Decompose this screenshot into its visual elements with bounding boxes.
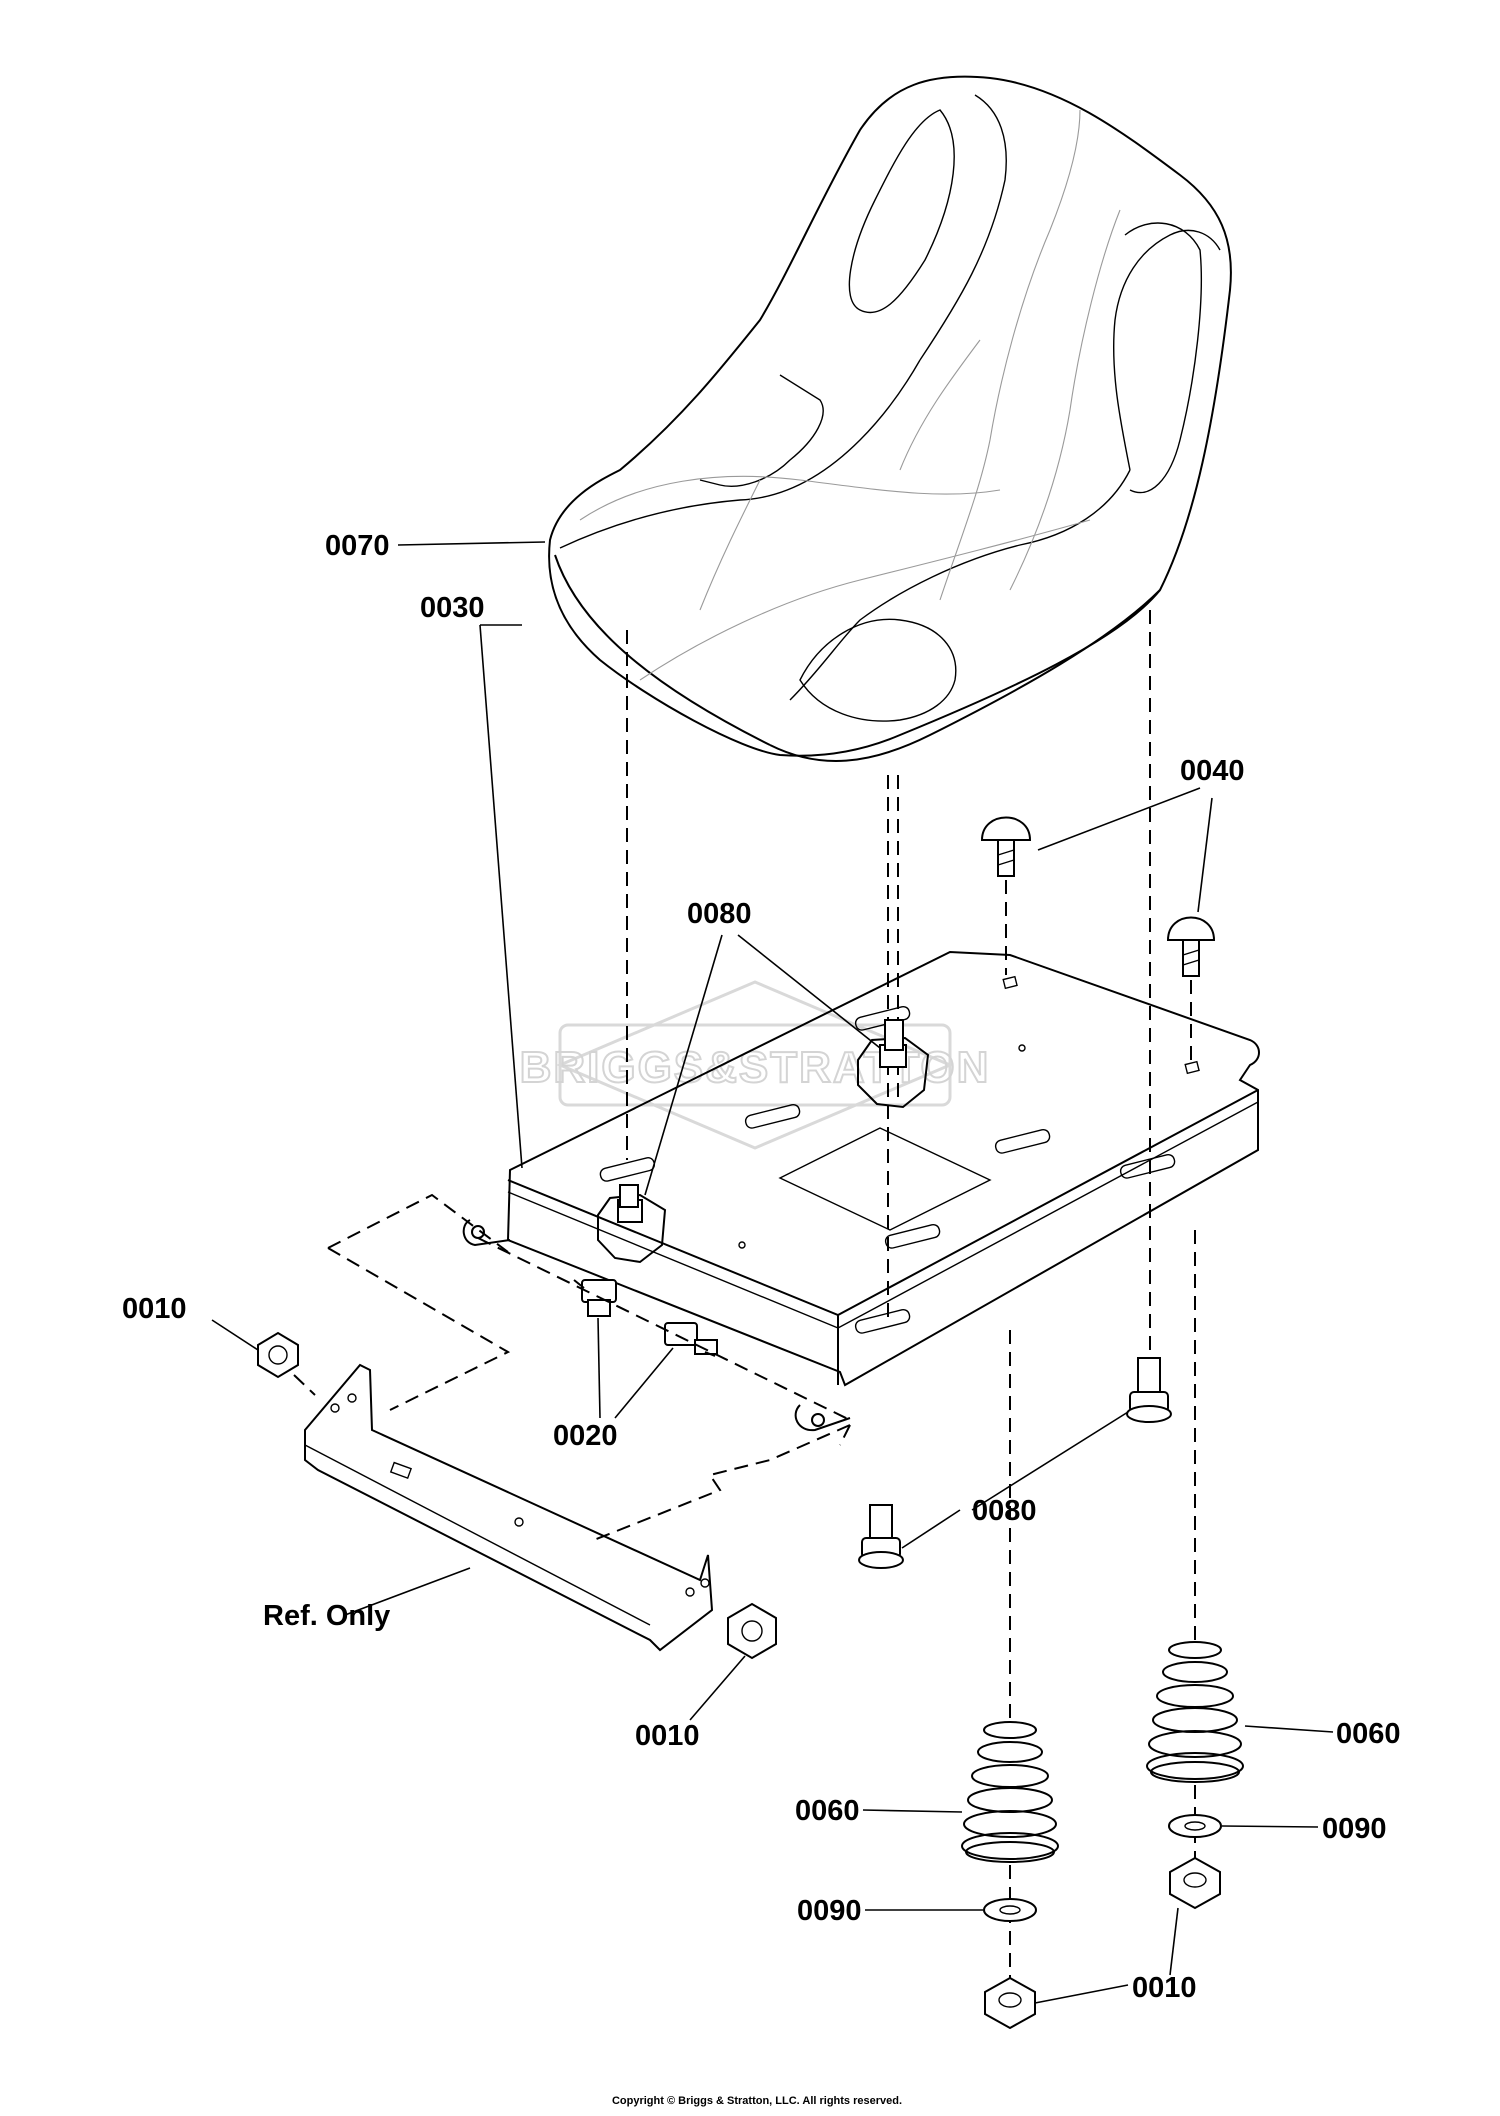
mounting-bracket bbox=[304, 1363, 714, 1652]
spring-right bbox=[1146, 1641, 1244, 1783]
label-flange-nut-bottom-0010: 0010 bbox=[1132, 1972, 1197, 2004]
shoulder-bolt-left bbox=[573, 1279, 617, 1317]
label-flange-bolt-upper-0080: 0080 bbox=[687, 898, 752, 930]
washer-left bbox=[983, 1898, 1037, 1922]
carriage-bolt-top-right bbox=[1166, 916, 1216, 1060]
flange-bolt-on-plate-left bbox=[597, 1184, 667, 1264]
label-flange-nut-bracket-0010: 0010 bbox=[635, 1720, 700, 1752]
label-seat-0070: 0070 bbox=[325, 530, 390, 562]
flange-nut-bottom-right bbox=[1169, 1856, 1221, 1910]
carriage-bolt-top-left bbox=[980, 816, 1032, 975]
label-spring-left-0060: 0060 bbox=[795, 1795, 860, 1827]
label-flange-nut-left-0010: 0010 bbox=[122, 1293, 187, 1325]
flange-nut-bottom-left bbox=[984, 1976, 1036, 2030]
bracket-guide-lines bbox=[293, 1193, 851, 1541]
label-carriage-bolt-0040: 0040 bbox=[1180, 755, 1245, 787]
spring-guide-lines bbox=[1009, 1230, 1196, 1990]
shoulder-bolt-right bbox=[664, 1322, 718, 1357]
flange-nut-bracket bbox=[727, 1602, 777, 1660]
flange-bolt-on-plate-center bbox=[857, 1019, 930, 1109]
label-ref-only: Ref. Only bbox=[263, 1600, 390, 1632]
label-washer-right-0090: 0090 bbox=[1322, 1813, 1387, 1845]
seat-pan bbox=[462, 950, 1260, 1432]
label-seat-pan-0030: 0030 bbox=[420, 592, 485, 624]
seat-cushion bbox=[548, 75, 1232, 763]
watermark-logo: BRIGGS&STRATTON bbox=[519, 980, 991, 1150]
watermark-text: BRIGGS&STRATTON bbox=[520, 1043, 991, 1092]
label-shoulder-bolt-0020: 0020 bbox=[553, 1420, 618, 1452]
copyright-notice: Copyright © Briggs & Stratton, LLC. All … bbox=[612, 2095, 902, 2107]
washer-right bbox=[1168, 1814, 1222, 1838]
flange-nut-left bbox=[257, 1331, 299, 1379]
part-labels: 0070 0040 0080 0030 0010 0020 0080 Ref. … bbox=[122, 530, 1401, 2004]
spring-left bbox=[961, 1721, 1059, 1863]
leader-lines bbox=[211, 541, 1334, 2004]
flange-bolt-lower-right bbox=[1126, 1357, 1172, 1423]
label-spring-right-0060: 0060 bbox=[1336, 1718, 1401, 1750]
label-washer-left-0090: 0090 bbox=[797, 1895, 862, 1927]
flange-bolt-lower-left bbox=[858, 1504, 904, 1569]
label-flange-bolt-lower-0080: 0080 bbox=[972, 1495, 1037, 1527]
